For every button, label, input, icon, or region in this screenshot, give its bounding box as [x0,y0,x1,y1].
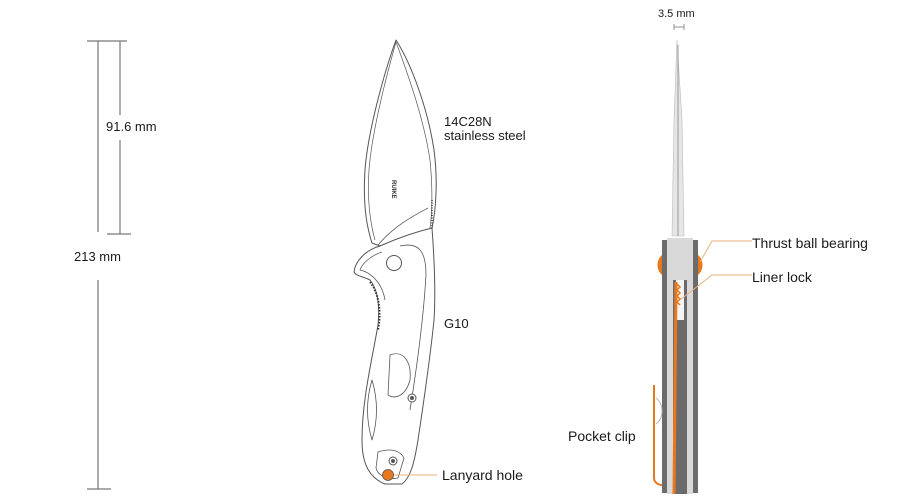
handle-material-label: G10 [444,316,469,331]
blade-material-line2: stainless steel [444,128,526,143]
pocket-clip [653,385,663,486]
liner-lock-callout: Liner lock [752,269,812,285]
pocket-clip-callout: Pocket clip [568,428,636,444]
pivot-hole [386,255,402,271]
blade-thickness-label: 3.5 mm [658,8,695,20]
lanyard-hole-callout: Lanyard hole [442,467,523,483]
thrust-ball-bearing-callout: Thrust ball bearing [752,235,868,251]
blade-material-line1: 14C28N [444,114,492,129]
blade-length-label: 91.6 mm [106,119,157,134]
lanyard-hole-icon [382,469,394,481]
blade-logo: RUIKE [390,180,396,199]
overall-length-label: 213 mm [74,249,121,264]
